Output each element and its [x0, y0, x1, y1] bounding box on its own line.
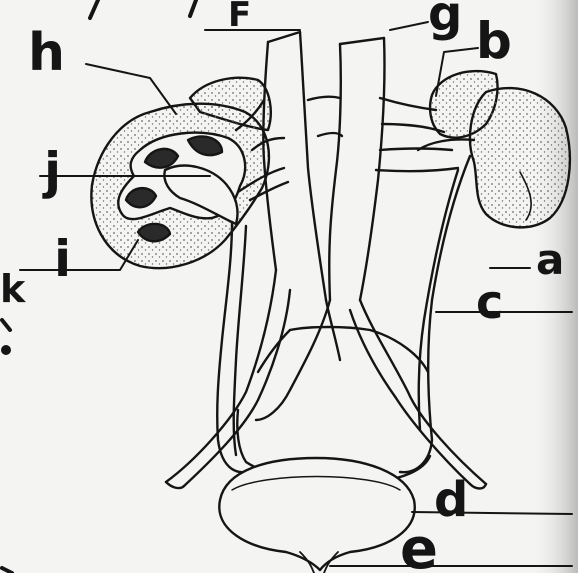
label-b: b	[476, 12, 512, 70]
label-h: h	[28, 23, 65, 83]
right-ureter	[400, 156, 470, 472]
label-i: i	[54, 230, 71, 288]
label-j: j	[42, 142, 61, 200]
label-k: k	[0, 267, 26, 311]
stray-marks	[2, 0, 196, 573]
left-kidney	[91, 104, 269, 268]
leader-h	[86, 64, 176, 114]
urinary-bladder	[219, 458, 414, 573]
scan-shadow	[530, 0, 578, 573]
right-kidney	[470, 88, 570, 227]
label-c: c	[476, 275, 503, 329]
leader-g	[390, 22, 428, 30]
vena-cava	[263, 32, 326, 300]
label-g: g	[428, 0, 462, 42]
label-e: e	[400, 517, 438, 573]
label-a: a	[536, 235, 564, 284]
iliac-vessels	[166, 270, 486, 489]
label-f: F	[228, 0, 251, 35]
label-d: d	[434, 472, 468, 528]
